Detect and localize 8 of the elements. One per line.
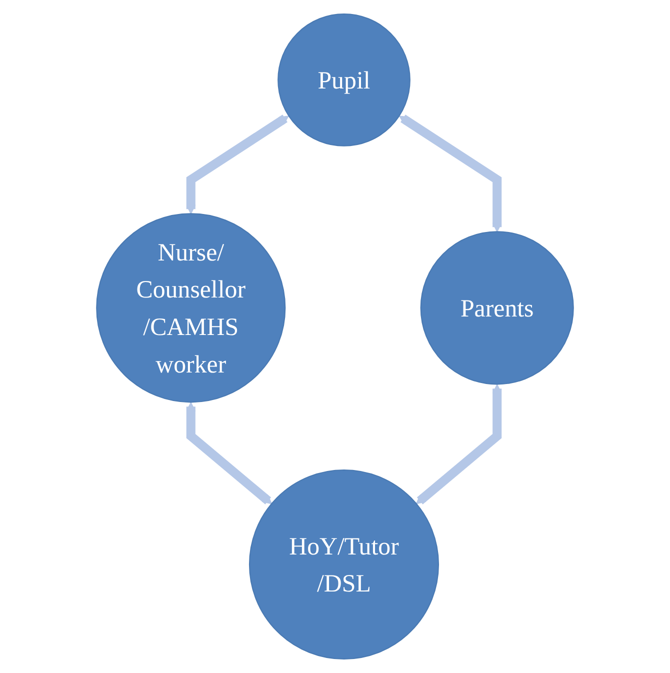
arrow [399, 114, 502, 232]
node-circle: Nurse/ Counsellor /CAMHS worker [96, 213, 286, 403]
arrow [186, 114, 289, 214]
node-circle: HoY/Tutor /DSL [248, 469, 440, 660]
arrow [186, 402, 272, 504]
arrow [416, 384, 502, 504]
node-circle: Pupil [278, 13, 410, 146]
node-circle: Parents [420, 231, 574, 385]
